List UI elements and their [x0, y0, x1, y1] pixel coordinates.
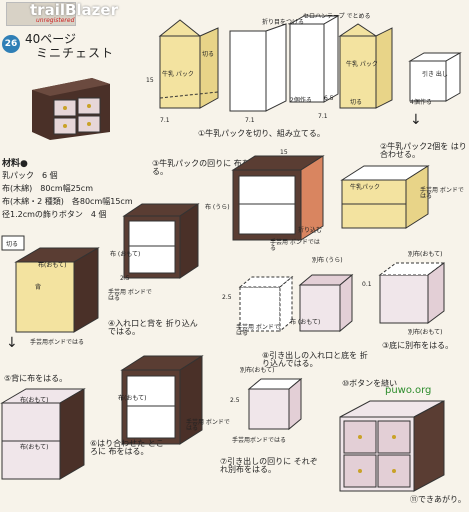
step2-box — [340, 165, 430, 229]
step-6: ⑥はり合わせた ところに 布をはる。 — [90, 439, 164, 456]
step-4: ④入れ口と背を 折り込んではる。 — [108, 319, 198, 336]
step-5: ⑤背に布をはる。 — [4, 374, 68, 383]
label: 手芸用ボンドではる — [232, 437, 287, 444]
material-item: 布(木綿) 80cm幅25cm — [2, 184, 93, 193]
dim: 2.5 — [230, 397, 240, 404]
label: 切る — [202, 51, 215, 58]
label: 布 (おもて) — [110, 251, 141, 258]
chest-photo — [22, 70, 112, 140]
label: 別布(おもて) — [240, 367, 275, 374]
label: 手芸用ボンドではる — [30, 339, 85, 346]
watermark: puwo.org — [385, 385, 432, 396]
label: 折り込む — [298, 227, 323, 234]
label: 布(おもて) — [118, 395, 147, 402]
label: 布(おもて) — [20, 397, 49, 404]
label: 手芸用 ボンドではる — [270, 239, 320, 252]
label: 切る — [6, 241, 19, 248]
label: 別布(おもて) — [408, 329, 443, 336]
drawer-views — [238, 273, 354, 333]
label: 手芸用 ボンドではる — [108, 289, 152, 302]
step6-box — [120, 355, 204, 445]
step-3: ③牛乳パックの回りに 布をはる。 — [152, 159, 258, 176]
label: 引き 出し — [422, 71, 448, 78]
material-item: 径1.2cmの飾りボタン 4 個 — [2, 210, 107, 219]
label: 別布 (うら) — [312, 257, 343, 264]
step4-box — [122, 203, 200, 279]
finished-chest — [339, 400, 445, 492]
dim: 15 — [146, 77, 154, 84]
label: 折り目をつける — [262, 19, 305, 26]
step-11: ⑪できあがり。 — [410, 495, 466, 504]
label: 布 (うら) — [205, 204, 230, 211]
arrow-down-icon: ↓ — [410, 112, 422, 128]
step-9: ③底に別布をはる。 — [382, 341, 454, 350]
material-item: 布(木綿・2 種類) 各80cm幅15cm — [2, 197, 133, 206]
dim: 0.1 — [362, 281, 372, 288]
label: 牛乳パック — [350, 184, 381, 191]
step-10: ⑩ボタンを縫い — [342, 379, 398, 388]
label: 4個作る — [410, 99, 432, 106]
dim: 7.1 — [318, 113, 328, 120]
label: 背 — [35, 284, 42, 291]
dim: 6.5 — [324, 95, 334, 102]
dim: 2.5 — [222, 294, 232, 301]
label: 布(おもて) — [38, 262, 67, 269]
label: 2個作る — [290, 97, 312, 104]
drawer-right — [378, 262, 446, 324]
brand-logo — [6, 2, 76, 26]
materials-title: 材料● — [2, 159, 28, 169]
dim: 7.1 — [160, 117, 170, 124]
step-2: ②牛乳パック2個を はり合わせる。 — [380, 142, 467, 159]
label: 別布(おもて) — [408, 251, 443, 258]
label: 手芸用 ボンドではる — [236, 324, 280, 337]
label: 牛乳 パック — [346, 61, 378, 68]
label: セロハンテープ でとめる — [303, 13, 371, 20]
label: 手芸用 ボンドではる — [420, 187, 464, 200]
dim: 2.5 — [120, 275, 130, 282]
dim: 7.1 — [245, 117, 255, 124]
material-item: 乳パック 6 個 — [2, 171, 58, 180]
back-detail — [1, 235, 100, 333]
brand-sub: unregistered — [36, 17, 75, 24]
arrow-down-icon: ↓ — [6, 335, 18, 351]
step-1: ①牛乳パックを切り、組み立てる。 — [198, 129, 325, 138]
step5-box — [0, 388, 86, 480]
label: 布(おもて) — [20, 444, 49, 451]
label: 切る — [350, 99, 363, 106]
brand-name: trailBlazer — [30, 1, 118, 19]
dim: 15 — [280, 149, 288, 156]
step3-box — [231, 155, 325, 241]
page-subtitle: ミニチェスト — [36, 46, 115, 60]
label: 布 (おもて) — [290, 319, 321, 326]
step-8: ⑧引き出しの入れ口と底を 折り込んではる。 — [262, 351, 368, 368]
page-title: 40ページ — [25, 32, 77, 46]
page-number-badge: 26 — [2, 35, 20, 53]
step7-box — [247, 377, 303, 431]
label: 手芸用 ボンドではる — [186, 419, 230, 432]
step-7: ⑦引き出しの回りに それぞれ別布をはる。 — [220, 457, 318, 474]
step1-diagram — [158, 15, 462, 112]
label: 牛乳 パック — [162, 71, 194, 78]
